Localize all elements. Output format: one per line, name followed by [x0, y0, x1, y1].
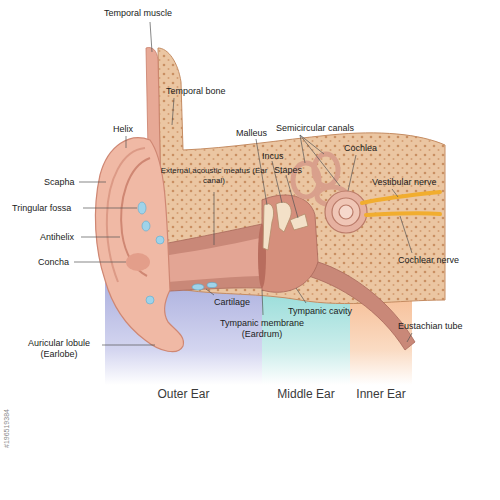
auricle-part	[146, 296, 154, 304]
part-label: Concha	[38, 257, 69, 268]
part-label: Semicircular canals	[276, 123, 354, 134]
leader-lines	[74, 22, 412, 345]
part-label: Scapha	[44, 177, 75, 188]
semicircular-canals-part	[314, 154, 338, 186]
auricle-part	[156, 236, 164, 244]
part-label: Helix	[113, 124, 133, 135]
cochlea-part	[332, 198, 360, 226]
part-label: Temporal muscle	[104, 8, 172, 19]
leader-lines-part	[286, 175, 298, 218]
part-label: Vestibular nerve	[372, 177, 437, 188]
nerves-part	[362, 192, 440, 203]
leader-lines-part	[83, 208, 137, 209]
region-title: Outer Ear	[105, 387, 262, 401]
stock-number: #196519384	[3, 409, 10, 448]
middle-ear-cavity-part	[290, 214, 308, 230]
leader-lines-part	[296, 288, 306, 303]
part-label: Eustachian tube	[398, 321, 463, 332]
ear-canal-part	[207, 282, 217, 287]
leader-lines-part	[392, 189, 398, 197]
cochlea-part	[325, 191, 367, 233]
part-label: Cochlea	[344, 143, 377, 154]
leader-lines-part	[79, 182, 106, 183]
part-label: Tympanic membrane (Eardrum)	[207, 318, 317, 341]
part-label: Malleus	[236, 128, 267, 139]
auricle-part	[121, 158, 150, 276]
ear-canal-part	[192, 284, 204, 290]
leader-lines-part	[407, 333, 412, 342]
leader-lines-part	[81, 237, 120, 238]
region-title: Inner Ear	[350, 387, 412, 401]
leader-lines-part	[102, 345, 155, 346]
leader-lines-part	[300, 135, 324, 154]
leader-lines-part	[206, 289, 214, 295]
part-label: Antihelix	[40, 232, 74, 243]
leader-lines-part	[262, 290, 263, 315]
part-label: Cochlear nerve	[398, 255, 459, 266]
part-label: External acoustic meatus (Ear canal)	[159, 166, 269, 186]
region-title: Middle Ear	[262, 387, 350, 401]
auricle-part	[142, 221, 150, 231]
nerves	[362, 192, 440, 215]
leader-lines-part	[214, 192, 215, 245]
part-label: Incus	[262, 151, 284, 162]
leader-lines-part	[150, 22, 152, 52]
cochlea-part	[339, 205, 353, 219]
leader-lines-part	[172, 98, 174, 125]
leader-lines-part	[300, 135, 305, 163]
leader-lines-part	[400, 216, 412, 253]
part-label: Tympanic cavity	[288, 306, 352, 317]
auricle-part	[138, 202, 146, 214]
nerves-part	[366, 213, 440, 215]
part-label: Auricular lobule (Earlobe)	[14, 338, 104, 361]
leader-lines-part	[300, 135, 340, 186]
cochlea	[325, 191, 367, 233]
part-label: Temporal bone	[166, 86, 226, 97]
leader-lines-part	[348, 155, 356, 191]
leader-lines-part	[74, 262, 126, 263]
part-label: Cartilage	[214, 297, 250, 308]
middle-ear-cavity	[258, 195, 318, 292]
auricle-part	[126, 253, 150, 271]
middle-ear-cavity-part	[262, 195, 318, 292]
leader-lines-part	[126, 136, 127, 148]
part-label: Stapes	[274, 165, 302, 176]
middle-ear-cavity-part	[263, 204, 274, 250]
temporal-bone	[146, 48, 445, 304]
part-label: Tringular fossa	[12, 203, 71, 214]
middle-ear-cavity-part	[276, 202, 291, 232]
